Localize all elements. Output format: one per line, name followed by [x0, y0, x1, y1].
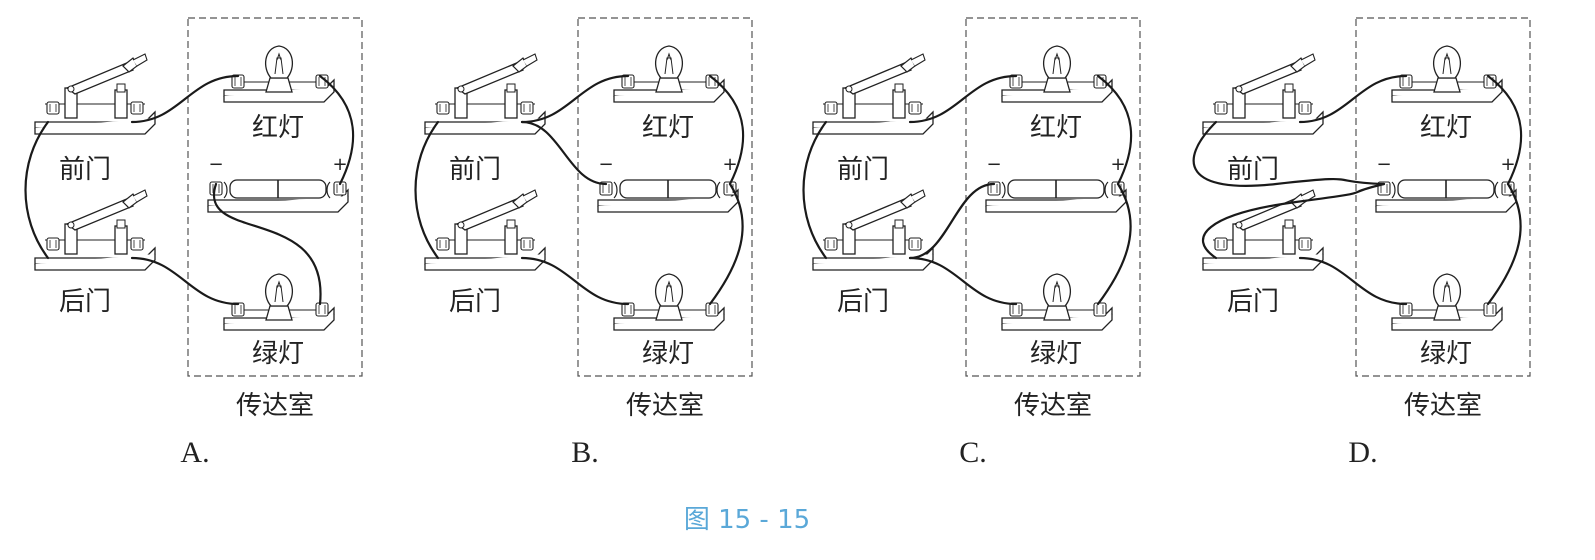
- battery: [207, 179, 349, 213]
- wire: [802, 120, 828, 260]
- green-lamp: [1001, 273, 1113, 331]
- battery-positive-sign: +: [1110, 154, 1125, 175]
- wire: [1298, 74, 1408, 124]
- wire: [520, 74, 630, 124]
- option-label: B.: [571, 436, 599, 469]
- red-lamp: [1391, 45, 1503, 103]
- wire: [130, 256, 240, 306]
- green-lamp: [223, 273, 335, 331]
- wire: [520, 256, 630, 306]
- green-lamp-label: 绿灯: [1420, 339, 1472, 369]
- room-boundary: [1355, 17, 1531, 377]
- battery-positive-sign: +: [332, 154, 347, 175]
- battery-negative-sign: −: [208, 154, 223, 175]
- room-boundary: [187, 17, 363, 377]
- front-door-label: 前门: [449, 155, 501, 185]
- wire: [1096, 74, 1133, 186]
- red-lamp-label: 红灯: [1030, 113, 1082, 143]
- red-lamp: [223, 45, 335, 103]
- front-door-label: 前门: [1227, 155, 1279, 185]
- red-lamp-label: 红灯: [1420, 113, 1472, 143]
- wire: [708, 74, 745, 186]
- wire: [708, 182, 744, 306]
- green-lamp: [1391, 273, 1503, 331]
- battery-positive-sign: +: [722, 154, 737, 175]
- wire: [414, 120, 440, 260]
- wire: [130, 74, 240, 124]
- red-lamp-label: 红灯: [252, 113, 304, 143]
- wire: [1096, 182, 1132, 306]
- green-lamp: [613, 273, 725, 331]
- back-door-label: 后门: [59, 287, 111, 317]
- red-lamp: [1001, 45, 1113, 103]
- wire: [318, 74, 355, 186]
- red-lamp-label: 红灯: [642, 113, 694, 143]
- front-door-label: 前门: [837, 155, 889, 185]
- battery-negative-sign: −: [1376, 154, 1391, 175]
- option-label: A.: [180, 436, 209, 469]
- room-label: 传达室: [236, 391, 314, 421]
- front-door-label: 前门: [59, 155, 111, 185]
- wire: [1192, 120, 1386, 187]
- back-door-label: 后门: [449, 287, 501, 317]
- wire: [1298, 256, 1408, 306]
- back-door-label: 后门: [837, 287, 889, 317]
- battery: [597, 179, 739, 213]
- green-lamp-label: 绿灯: [1030, 339, 1082, 369]
- battery: [1375, 179, 1517, 213]
- battery-negative-sign: −: [986, 154, 1001, 175]
- room-boundary: [577, 17, 753, 377]
- back-door-label: 后门: [1227, 287, 1279, 317]
- red-lamp: [613, 45, 725, 103]
- option-label: D.: [1348, 436, 1377, 469]
- green-lamp-label: 绿灯: [642, 339, 694, 369]
- room-boundary: [965, 17, 1141, 377]
- wire: [1486, 74, 1523, 186]
- option-label: C.: [959, 436, 987, 469]
- wire: [212, 182, 322, 306]
- figure-caption: 图 15 - 15: [684, 505, 810, 535]
- green-lamp-label: 绿灯: [252, 339, 304, 369]
- room-label: 传达室: [626, 391, 704, 421]
- wire: [1201, 182, 1386, 260]
- wire: [1486, 182, 1522, 306]
- wire: [908, 256, 1018, 306]
- room-label: 传达室: [1014, 391, 1092, 421]
- wire: [520, 120, 608, 186]
- room-label: 传达室: [1404, 391, 1482, 421]
- battery-negative-sign: −: [598, 154, 613, 175]
- wire: [908, 74, 1018, 124]
- wire: [908, 182, 996, 260]
- battery: [985, 179, 1127, 213]
- wire: [24, 120, 50, 260]
- battery-positive-sign: +: [1500, 154, 1515, 175]
